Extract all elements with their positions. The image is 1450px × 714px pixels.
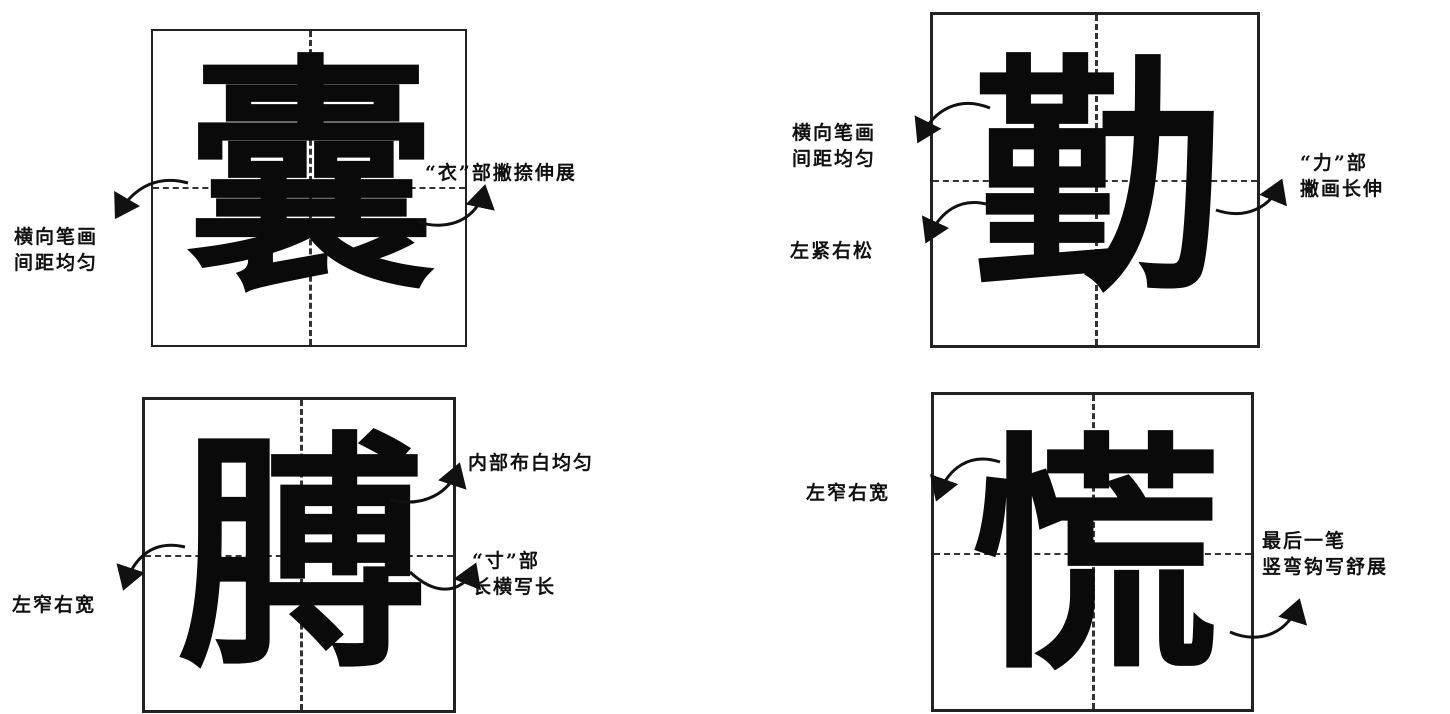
annotation-label: 左窄右宽 (12, 594, 97, 616)
vertical-center-guide (1095, 15, 1098, 345)
annotation-label: 左窄右宽 (806, 482, 891, 504)
calligraphy-character: 膊 (177, 408, 427, 702)
vertical-center-guide (1092, 395, 1095, 709)
annotation-label: 内部布白均匀 (468, 452, 595, 474)
calligraphy-character: 慌 (970, 409, 1220, 703)
annotation-label: 横向笔画 间距均匀 (792, 122, 877, 170)
character-panel-nang: 囊 (151, 29, 467, 347)
character-panel-huang: 慌 (931, 392, 1254, 712)
annotation-label: 横向笔画 间距均匀 (14, 226, 99, 274)
character-panel-bo: 膊 (142, 397, 456, 713)
calligraphy-character: 勤 (973, 31, 1223, 325)
horizontal-center-guide (145, 555, 453, 557)
annotation-label: “力”部 撇画长伸 (1300, 152, 1385, 200)
vertical-center-guide (309, 31, 312, 345)
annotation-label: 最后一笔 竖弯钩写舒展 (1262, 530, 1389, 578)
annotation-label: “衣”部撇捺伸展 (425, 162, 577, 184)
vertical-center-guide (300, 400, 303, 710)
calligraphy-character: 囊 (186, 31, 436, 325)
annotation-label: 左紧右松 (790, 240, 875, 262)
character-panel-qin: 勤 (930, 12, 1260, 348)
annotation-label: “寸”部 长横写长 (472, 550, 557, 598)
